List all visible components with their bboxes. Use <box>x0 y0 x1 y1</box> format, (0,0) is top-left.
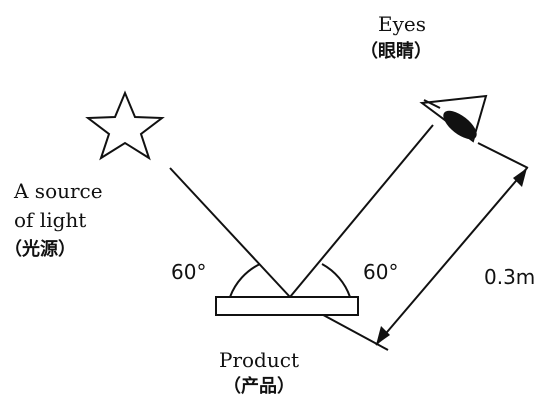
product-label-cn: （产品） <box>223 376 295 397</box>
light-source-label-line1: A source <box>14 179 103 203</box>
product-label: Product <box>219 348 299 372</box>
distance-label: 0.3m <box>484 265 536 289</box>
star-icon <box>85 90 165 161</box>
product-slab <box>215 296 359 316</box>
eyes-label-cn: （眼睛） <box>360 41 432 62</box>
reflected-ray <box>289 124 434 298</box>
light-source-label-cn: （光源） <box>4 239 76 260</box>
incident-ray <box>169 167 291 298</box>
light-source-label-line2: of light <box>14 208 87 232</box>
distance-dimension <box>375 167 528 346</box>
angle-label-left: 60° <box>171 260 207 284</box>
angle-arc-right <box>321 263 351 298</box>
angle-arc-left <box>229 263 261 298</box>
angle-label-right: 60° <box>363 260 399 284</box>
eyes-label: Eyes <box>378 12 426 36</box>
extension-line-eye <box>477 142 529 169</box>
eye-icon <box>419 94 488 143</box>
